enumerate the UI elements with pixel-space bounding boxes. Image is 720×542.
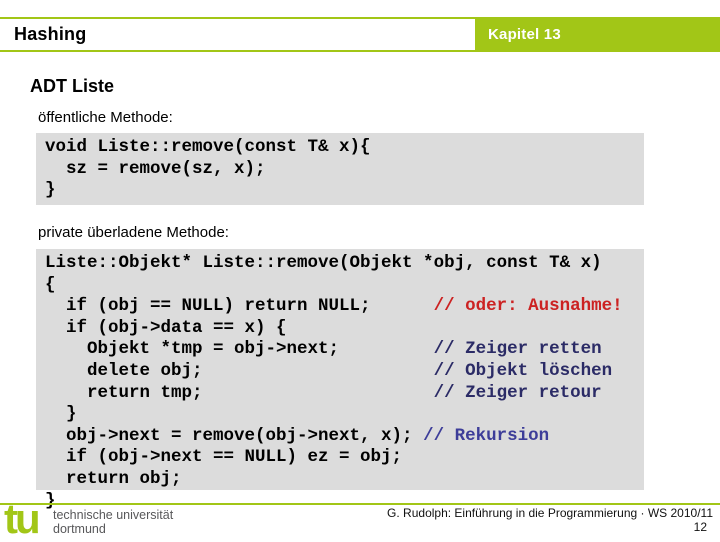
code-block-private: Liste::Objekt* Liste::remove(Objekt *obj… <box>36 249 644 511</box>
slide-title: ADT Liste <box>30 76 115 96</box>
chapter-label: Kapitel 13 <box>488 26 561 43</box>
university-name: technische universität dortmund <box>53 508 173 536</box>
code-block-public: void Liste::remove(const T& x){ sz = rem… <box>36 133 644 205</box>
footer-divider <box>0 503 720 505</box>
university-name-line1: technische universität <box>53 508 174 522</box>
attribution: G. Rudolph: Einführung in die Programmie… <box>387 506 713 520</box>
university-name-line2: dortmund <box>53 522 106 536</box>
code-private-text: Liste::Objekt* Liste::remove(Objekt *obj… <box>45 253 623 511</box>
section-label-public: öffentliche Methode: <box>38 109 173 126</box>
tu-dortmund-logo: tu <box>4 495 41 542</box>
section-label-private: private überladene Methode: <box>38 224 229 241</box>
chapter-badge: Kapitel 13 <box>475 17 720 52</box>
header-title: Hashing <box>14 24 87 44</box>
code-public-text: void Liste::remove(const T& x){ sz = rem… <box>45 137 371 201</box>
footer-attribution-area: G. Rudolph: Einführung in die Programmie… <box>387 506 713 534</box>
page-number: 12 <box>693 520 707 534</box>
header-bar: Hashing Kapitel 13 <box>0 17 720 52</box>
header-title-area: Hashing <box>0 17 475 52</box>
